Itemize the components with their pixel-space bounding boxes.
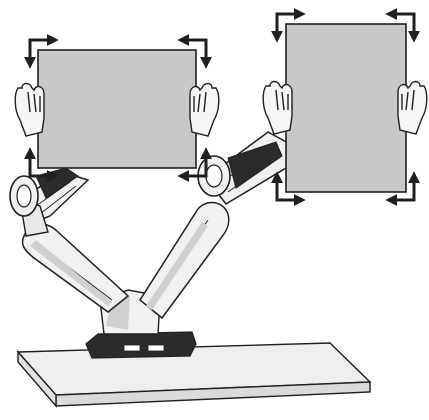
- hand-finger-lines: [275, 89, 289, 111]
- corner-arrow-icon: [385, 7, 420, 43]
- left-joint-hole: [16, 184, 32, 208]
- left-monitor-panel: [37, 49, 197, 169]
- right-monitor-arrows: [271, 7, 420, 206]
- left-monitor-arrows: [24, 34, 212, 182]
- right-lower-arm-shadow: [146, 222, 208, 310]
- corner-arrow-icon: [271, 8, 306, 43]
- clamp-slot-right: [147, 344, 165, 352]
- right-joint-housing: [227, 141, 283, 189]
- left-lower-arm: [21, 223, 130, 313]
- corner-arrow-icon: [271, 171, 306, 206]
- hand-finger-lines: [27, 91, 41, 113]
- clamp-slot-left: [123, 344, 141, 352]
- corner-arrow-icon: [24, 147, 59, 182]
- right-joint-hole: [205, 164, 223, 188]
- tilt-joint-icon: [197, 141, 283, 197]
- hand-finger-lines: [193, 91, 207, 113]
- desk: [16, 342, 372, 408]
- right-monitor-panel: [285, 23, 407, 193]
- hand-finger-lines: [401, 89, 415, 111]
- gloved-hand-icon: [14, 80, 428, 137]
- left-lower-arm-shadow: [30, 240, 112, 306]
- corner-arrow-icon: [24, 34, 59, 69]
- corner-arrow-icon: [177, 34, 212, 69]
- clamp-plate: [85, 331, 197, 359]
- left-arm: [19, 171, 130, 313]
- desk-side-edge: [17, 350, 57, 408]
- corner-arrow-icon: [385, 171, 420, 206]
- corner-arrow-icon: [177, 147, 212, 182]
